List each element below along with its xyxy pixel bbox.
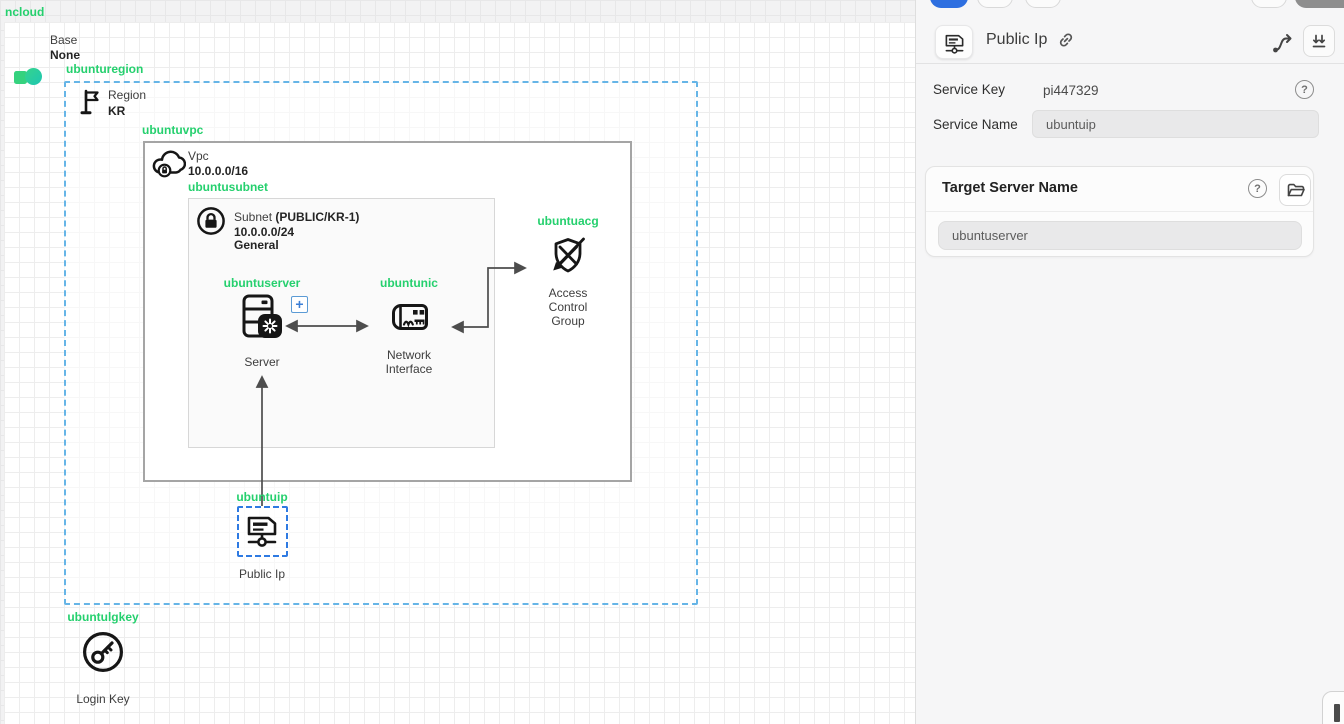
nic-caption: Network Interface [385, 348, 433, 376]
service-key-help-icon[interactable]: ? [1295, 80, 1314, 99]
vpc-label: ubuntuvpc [142, 123, 204, 137]
server-label: ubuntuserver [223, 276, 301, 290]
toolbar-button-5[interactable] [1295, 0, 1344, 8]
acg-caption: Access Control Group [548, 286, 588, 328]
public-ip-icon [242, 509, 282, 554]
subnet-lock-icon [196, 206, 226, 241]
corner-button-icon [1334, 704, 1340, 722]
connector-mode-icon[interactable] [1270, 30, 1296, 61]
login-key-node[interactable]: ubuntulgkey Login Key [43, 610, 163, 706]
subnet-kind: General [234, 238, 279, 252]
base-value: None [50, 48, 80, 62]
import-button[interactable] [1303, 25, 1335, 57]
target-server-input[interactable] [938, 221, 1302, 250]
subnet-cidr: 10.0.0.0/24 [234, 225, 295, 239]
server-caption: Server [244, 355, 280, 369]
ncloud-logo-circle-icon [25, 68, 42, 85]
subnet-title: Subnet (PUBLIC/KR-1) [234, 210, 359, 225]
properties-panel: Public Ip Service K [916, 0, 1344, 724]
acg-shield-icon [546, 233, 590, 282]
region-name: KR [108, 104, 126, 118]
diagram-canvas[interactable]: ncloud Base None ubunturegion Region KR … [0, 0, 916, 724]
service-name-label: Service Name [933, 117, 1018, 132]
base-node[interactable]: Base None [0, 30, 160, 85]
toolbar-primary-button[interactable] [930, 0, 968, 8]
panel-header: Public Ip [916, 0, 1344, 64]
public-ip-label: ubuntuip [236, 490, 288, 504]
flag-icon [78, 88, 104, 121]
subnet-scope: (PUBLIC/KR-1) [275, 210, 360, 224]
base-title: Base [50, 33, 78, 47]
target-server-help-icon[interactable]: ? [1248, 179, 1267, 198]
public-ip-selection[interactable] [236, 506, 288, 557]
public-ip-header-icon [935, 25, 973, 59]
add-badge[interactable]: + [291, 296, 308, 313]
vpc-cloud-icon [150, 148, 187, 183]
login-key-caption: Login Key [76, 692, 130, 706]
acg-node[interactable]: ubuntuacg Access Control Group [508, 214, 628, 328]
service-name-input[interactable] [1032, 110, 1319, 138]
network-interface-node[interactable]: ubuntunic Network Interface [349, 276, 469, 376]
region-type: Region [108, 88, 147, 102]
login-key-icon [81, 630, 125, 679]
server-node[interactable]: ubuntuserver + Server [202, 276, 322, 369]
network-interface-icon [386, 298, 432, 343]
acg-label: ubuntuacg [537, 214, 599, 228]
ncloud-logo-square-icon [14, 71, 27, 84]
folder-button[interactable] [1279, 174, 1311, 206]
subnet-label: ubuntusubnet [188, 180, 268, 194]
target-server-card: Target Server Name ? [925, 166, 1314, 257]
root-label: ncloud [5, 5, 45, 19]
region-label: ubunturegion [66, 62, 144, 76]
service-key-label: Service Key [933, 82, 1006, 97]
service-key-value: pi447329 [1043, 83, 1099, 98]
nic-label: ubuntunic [380, 276, 438, 290]
subnet-type: Subnet [234, 210, 273, 224]
public-ip-caption: Public Ip [238, 567, 286, 581]
vpc-type: Vpc [188, 149, 209, 163]
panel-title: Public Ip [986, 31, 1048, 48]
server-icon [239, 293, 285, 344]
login-key-label: ubuntulgkey [67, 610, 139, 624]
link-icon[interactable] [1057, 31, 1075, 49]
public-ip-node[interactable]: ubuntuip Public Ip [202, 490, 322, 581]
target-server-title: Target Server Name [942, 180, 1078, 196]
card-divider [926, 211, 1313, 212]
vpc-cidr: 10.0.0.0/16 [188, 164, 249, 178]
corner-button[interactable] [1322, 691, 1344, 724]
